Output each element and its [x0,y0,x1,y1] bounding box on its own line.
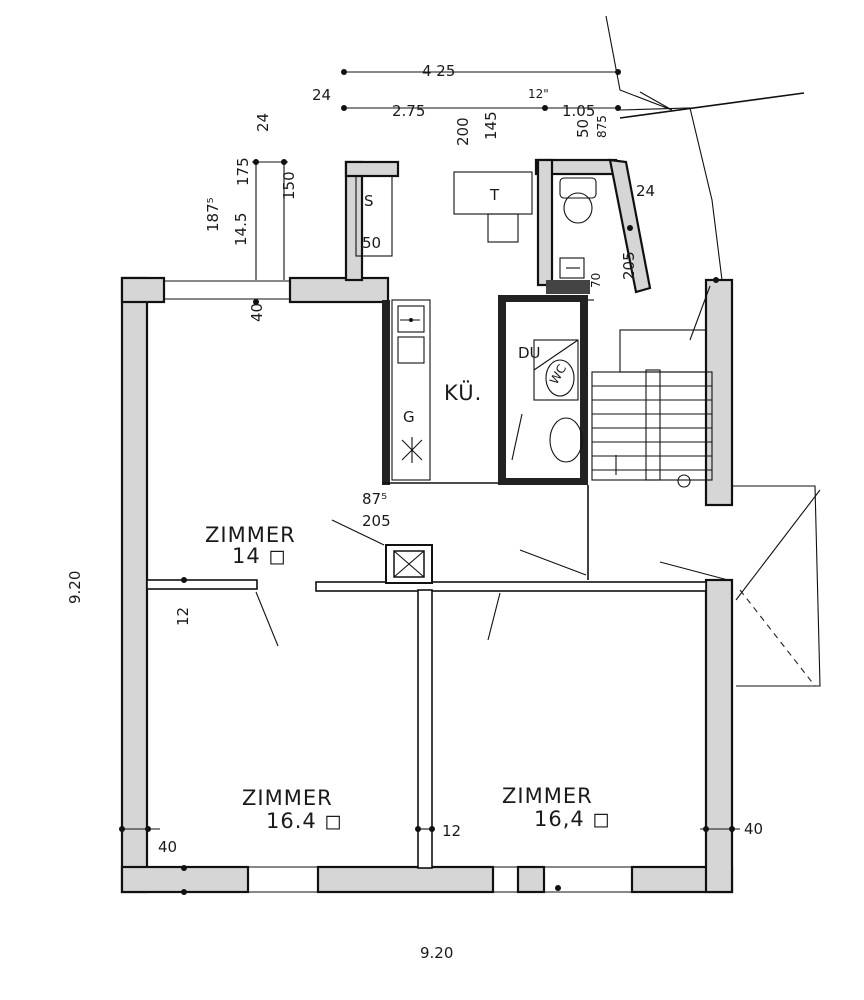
room-area-zimmer-top: 14 ◻ [232,544,287,568]
dim-105: 1.05 [562,102,595,120]
dim-24-left: 24 [254,113,272,132]
dim-12-top: 12" [528,87,549,101]
wc-fixtures [546,177,597,294]
room-name-zimmer-left: ZIMMER [242,786,333,810]
door-swings [255,299,729,647]
dim-top-425: 4 25 [422,62,455,80]
dim-70: 70 [589,273,603,288]
dim-275: 2.75 [392,102,425,120]
dim-205-right: 205 [620,251,638,280]
dim-12-left: 12 [174,607,192,626]
dim-145-top: 145 [482,111,500,140]
room-name-zimmer-top: ZIMMER [205,523,296,547]
dim-187: 187⁵ [204,197,222,232]
dim-40-bottom-left: 40 [158,838,177,856]
fixture-s-label: S [364,192,374,210]
staircase [591,285,713,488]
dim-12-mid: 12 [442,822,461,840]
room-name-bath: DU [518,344,541,362]
dimension-dots [119,69,735,895]
dim-205-mid: 205 [362,512,391,530]
dim-40-bottom-right: 40 [744,820,763,838]
dim-150: 150 [280,171,298,200]
room-name-kitchen: KÜ. [444,380,482,405]
interior-walls [146,295,707,869]
dim-175: 175 [234,157,252,186]
dim-40-left: 40 [248,303,266,322]
dimension-lines [120,71,740,830]
dim-200: 200 [454,117,472,146]
dim-50-top: 50 [574,119,592,138]
room-area-zimmer-right: 16,4 ◻ [534,807,611,831]
dim-24-top: 24 [312,86,331,104]
dim-50-kitchen: 50 [362,234,381,252]
dim-875-mid: 87⁵ [362,490,387,508]
dim-24-right: 24 [636,182,655,200]
dim-875-top: 875 [595,115,609,138]
room-area-zimmer-left: 16.4 ◻ [266,809,343,833]
kitchen-fixtures [355,171,533,481]
window-marks [164,280,632,893]
dim-145-left: 14.5 [232,213,250,246]
room-name-zimmer-right: ZIMMER [502,784,593,808]
dim-overall-left: 9.20 [66,571,84,604]
fixture-t-label: T [489,186,500,204]
dim-overall-bottom: 9.20 [420,944,453,962]
balcony-outline [605,15,821,687]
bath-fixtures [511,339,583,463]
fixture-g-label: G [403,408,415,426]
